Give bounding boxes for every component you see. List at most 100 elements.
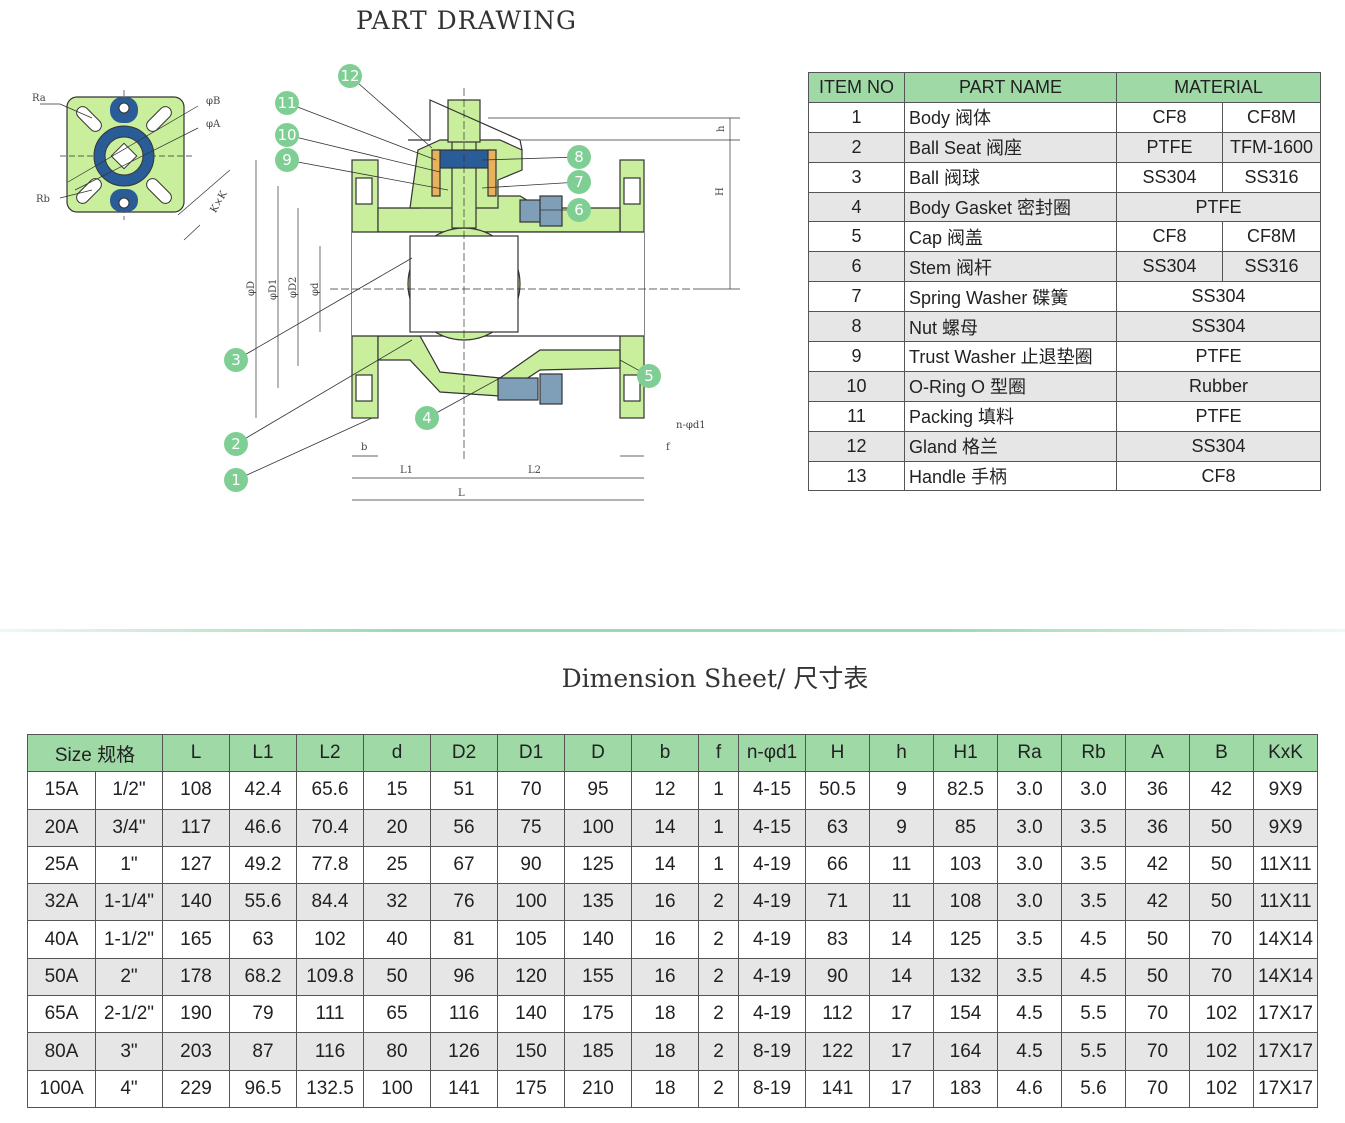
- dim-cell: 11: [869, 883, 934, 922]
- dim-cell: 140: [497, 995, 565, 1034]
- svg-text:7: 7: [574, 173, 584, 191]
- phid-inner-label: φd: [310, 282, 321, 296]
- part-name-cell: Trust Washer 止退垫圈: [904, 341, 1117, 372]
- part-name-cell: Stem 阀杆: [904, 251, 1117, 283]
- dim-cell: 17: [869, 1069, 934, 1108]
- part-name-cell: Ball Seat 阀座: [904, 131, 1117, 163]
- material-cell: PTFE: [1116, 131, 1223, 163]
- dim-cell: 4-19: [738, 995, 806, 1034]
- dim-cell: 25: [363, 845, 431, 885]
- material-cell: PTFE: [1116, 341, 1321, 372]
- dim-cell: 15: [363, 771, 431, 810]
- phid2-label: φD2: [288, 277, 299, 298]
- dim-cell: 175: [564, 995, 632, 1034]
- dim-cell: 4.6: [997, 1069, 1062, 1108]
- callout-5: 5: [637, 364, 661, 388]
- part-name-cell: Ball 阀球: [904, 161, 1117, 193]
- dim-cell: 185: [564, 1032, 632, 1071]
- dim-cell: 40: [363, 920, 431, 959]
- dim-cell: 4.5: [1061, 920, 1126, 959]
- dim-cell: 102: [1189, 995, 1254, 1034]
- dim-cell: 1": [95, 845, 163, 885]
- svg-text:5: 5: [644, 367, 654, 385]
- dim-cell: 67: [430, 845, 498, 885]
- dim-header-cell: B: [1189, 733, 1254, 773]
- callout-2: 2: [224, 432, 248, 456]
- dim-cell: 5.5: [1061, 995, 1126, 1034]
- item-no-cell: 8: [808, 311, 905, 343]
- dim-cell: 51: [430, 771, 498, 810]
- dim-header-cell: Ra: [997, 733, 1062, 773]
- dim-cell: 36: [1125, 808, 1190, 847]
- dim-cell: 2: [698, 920, 739, 959]
- dim-cell: 140: [162, 883, 230, 922]
- dim-header-cell: f: [698, 733, 739, 773]
- dim-cell: 17: [869, 1032, 934, 1071]
- header-item-no: ITEM NO: [808, 72, 905, 103]
- callout-11: 11: [275, 91, 299, 115]
- dim-cell: 100: [363, 1069, 431, 1108]
- dim-cell: 16: [631, 920, 699, 959]
- dim-cell: 141: [430, 1069, 498, 1108]
- dim-cell: 83: [805, 920, 870, 959]
- item-no-cell: 9: [808, 341, 905, 372]
- phid1-label: φD1: [268, 279, 279, 300]
- callout-8: 8: [567, 145, 591, 169]
- callout-1: 1: [224, 468, 248, 492]
- dim-cell: 42: [1125, 845, 1190, 885]
- parts-table-header: ITEM NO PART NAME MATERIAL: [808, 72, 1321, 103]
- dim-header-cell: A: [1125, 733, 1190, 773]
- part-name-cell: Body 阀体: [904, 101, 1117, 133]
- top-view: Ra Rb φB φA K×K: [32, 90, 231, 241]
- dim-cell: 42: [1125, 883, 1190, 922]
- callout-4: 4: [415, 406, 439, 430]
- dim-cell: 150: [497, 1032, 565, 1071]
- material-cell: SS304: [1116, 430, 1321, 462]
- dim-cell: 103: [933, 845, 998, 885]
- dim-header-cell: n-φd1: [738, 733, 806, 773]
- svg-text:4: 4: [422, 409, 432, 427]
- dim-cell: 120: [497, 957, 565, 997]
- svg-text:11: 11: [277, 94, 296, 112]
- dim-cell: 81: [430, 920, 498, 959]
- dim-cell: 132.5: [296, 1069, 364, 1108]
- dim-cell: 56: [430, 808, 498, 847]
- svg-text:12: 12: [340, 67, 359, 85]
- dim-cell: 9: [869, 808, 934, 847]
- dim-cell: 40A: [27, 920, 96, 959]
- dim-cell: 85: [933, 808, 998, 847]
- dim-header-cell: D: [564, 733, 632, 773]
- dim-cell: 155: [564, 957, 632, 997]
- dim-cell: 11: [869, 845, 934, 885]
- dim-cell: 50: [1125, 920, 1190, 959]
- dim-cell: 126: [430, 1032, 498, 1071]
- callout-7: 7: [567, 170, 591, 194]
- dim-cell: 122: [805, 1032, 870, 1071]
- section-view: [351, 99, 645, 419]
- material-alt-cell: SS316: [1222, 251, 1321, 283]
- dim-cell: 3.0: [997, 845, 1062, 885]
- dim-header-cell: KxK: [1253, 733, 1318, 773]
- phid-outer-label: φD: [246, 281, 257, 296]
- dim-cell: 42.4: [229, 771, 297, 810]
- dim-cell: 63: [229, 920, 297, 959]
- dimension-lines: [255, 117, 740, 501]
- dim-cell: 50A: [27, 957, 96, 997]
- dim-cell: 2: [698, 1032, 739, 1071]
- dim-cell: 90: [805, 957, 870, 997]
- part-drawing-title: PART DRAWING: [356, 6, 577, 35]
- item-no-cell: 3: [808, 161, 905, 193]
- dim-cell: 80A: [27, 1032, 96, 1071]
- dim-cell: 4-15: [738, 771, 806, 810]
- dim-cell: 46.6: [229, 808, 297, 847]
- valve-part-drawing: Ra Rb φB φA K×K: [32, 64, 740, 501]
- dim-cell: 5.5: [1061, 1032, 1126, 1071]
- material-cell: CF8: [1116, 460, 1321, 492]
- dim-cell: 79: [229, 995, 297, 1034]
- dim-cell: 178: [162, 957, 230, 997]
- dim-cell: 2: [698, 995, 739, 1034]
